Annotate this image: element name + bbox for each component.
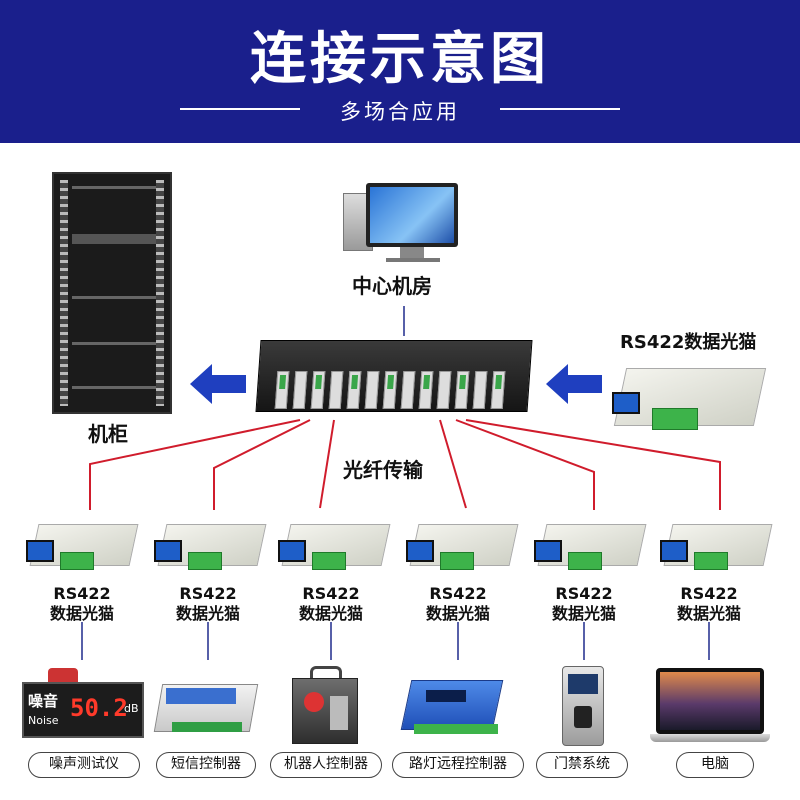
chassis-card bbox=[400, 371, 416, 409]
robot-controller-icon bbox=[290, 666, 362, 746]
modem-label: RS422 数据光猫 bbox=[34, 584, 130, 624]
cabinet-label: 机柜 bbox=[88, 422, 128, 446]
modem-label-line2: 数据光猫 bbox=[175, 604, 240, 623]
device-label-laptop: 电脑 bbox=[676, 752, 754, 778]
modem-label-line1: RS422 bbox=[179, 584, 237, 603]
modem-label-line1: RS422 bbox=[53, 584, 111, 603]
noise-display-unit: dB bbox=[124, 702, 139, 715]
modem-label-line1: RS422 bbox=[680, 584, 738, 603]
monitor-icon bbox=[366, 183, 458, 247]
cabinet-shelf bbox=[72, 186, 156, 189]
noise-display-sub: Noise bbox=[28, 714, 59, 727]
modem-label-line2: 数据光猫 bbox=[551, 604, 616, 623]
modem-label-line2: 数据光猫 bbox=[49, 604, 114, 623]
fiber-modem-icon bbox=[534, 518, 647, 578]
modem-label: RS422 数据光猫 bbox=[536, 584, 632, 624]
modem-label-line2: 数据光猫 bbox=[298, 604, 363, 623]
modem-label: RS422 数据光猫 bbox=[160, 584, 256, 624]
modem-label-line1: RS422 bbox=[555, 584, 613, 603]
modem-label-line2: 数据光猫 bbox=[676, 604, 741, 623]
laptop-icon bbox=[650, 668, 770, 746]
chassis-terminal bbox=[315, 375, 323, 389]
fiber-modem-icon bbox=[278, 518, 391, 578]
modem-label: RS422 数据光猫 bbox=[661, 584, 757, 624]
center-room-label: 中心机房 bbox=[352, 274, 432, 298]
device-label-noise-meter: 噪声测试仪 bbox=[28, 752, 140, 778]
noise-display-value: 50.2 bbox=[70, 694, 128, 722]
cabinet-shelf bbox=[72, 234, 156, 244]
chassis-card bbox=[328, 371, 344, 409]
chassis-card bbox=[292, 371, 308, 409]
header-banner: 连接示意图 多场合应用 bbox=[0, 0, 800, 143]
device-label-robot-controller: 机器人控制器 bbox=[270, 752, 382, 778]
modem-label-line1: RS422 bbox=[429, 584, 487, 603]
chassis-terminal bbox=[495, 375, 503, 389]
chassis-terminal bbox=[279, 375, 287, 389]
device-label-streetlight-controller: 路灯远程控制器 bbox=[392, 752, 524, 778]
fiber-modem-icon bbox=[612, 362, 772, 442]
monitor-base bbox=[386, 258, 440, 262]
chassis-terminal bbox=[387, 375, 395, 389]
fiber-modem-icon bbox=[406, 518, 519, 578]
modem-label-line2: 数据光猫 bbox=[425, 604, 490, 623]
cabinet-shelf bbox=[72, 342, 156, 345]
chassis-terminal bbox=[351, 375, 359, 389]
modem-label-line1: RS422 bbox=[302, 584, 360, 603]
device-label-access-control: 门禁系统 bbox=[536, 752, 628, 778]
rack-chassis-icon bbox=[255, 340, 533, 412]
fiber-modem-icon bbox=[660, 518, 773, 578]
subtitle-rule-right bbox=[500, 108, 620, 110]
chassis-card bbox=[364, 371, 380, 409]
monitor-stand bbox=[400, 247, 424, 259]
page-subtitle: 多场合应用 bbox=[340, 100, 460, 124]
chassis-card bbox=[436, 371, 452, 409]
chassis-terminal bbox=[423, 375, 431, 389]
noise-meter-icon: 噪音 Noise 50.2 dB bbox=[22, 668, 144, 742]
sms-controller-icon bbox=[152, 680, 262, 740]
fiber-modem-icon bbox=[154, 518, 267, 578]
access-control-icon bbox=[562, 666, 604, 746]
modem-label: RS422 数据光猫 bbox=[410, 584, 506, 624]
rack-cabinet-icon bbox=[52, 172, 172, 414]
chassis-card bbox=[472, 371, 488, 409]
noise-display-word: 噪音 bbox=[28, 692, 59, 710]
subtitle-rule-left bbox=[180, 108, 300, 110]
modem-top-label: RS422数据光猫 bbox=[620, 332, 757, 353]
streetlight-controller-icon bbox=[400, 676, 506, 740]
cabinet-shelf bbox=[72, 296, 156, 299]
device-label-sms-controller: 短信控制器 bbox=[156, 752, 256, 778]
cabinet-rail-left bbox=[60, 180, 68, 406]
arrow-left-icon bbox=[546, 364, 602, 404]
cabinet-shelf bbox=[72, 386, 156, 389]
fiber-modem-icon bbox=[26, 518, 139, 578]
chassis-terminal bbox=[459, 375, 467, 389]
fiber-label: 光纤传输 bbox=[343, 458, 423, 482]
arrow-left-icon bbox=[190, 364, 246, 404]
page-title: 连接示意图 bbox=[250, 27, 550, 92]
modem-label: RS422 数据光猫 bbox=[283, 584, 379, 624]
cabinet-rail-right bbox=[156, 180, 164, 406]
